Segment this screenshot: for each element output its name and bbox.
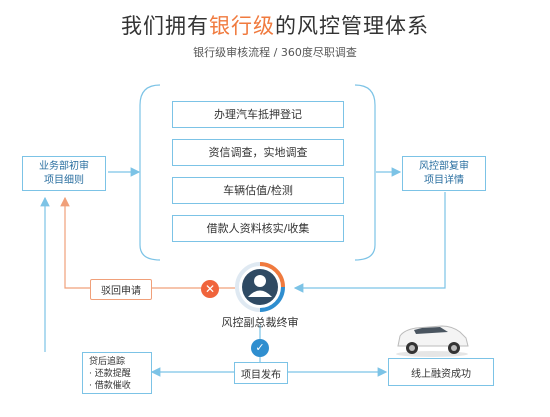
business-review-line2: 项目细则 — [44, 174, 84, 186]
title-prefix: 我们拥有 — [121, 14, 209, 38]
person-icon — [235, 262, 285, 312]
title-suffix: 的风控管理体系 — [275, 14, 429, 38]
business-review-line1: 业务部初审 — [39, 160, 89, 172]
left-bracket — [139, 84, 161, 261]
final-review-label: 风控副总裁终审 — [221, 316, 299, 329]
step-credit-investigation: 资信调查，实地调查 — [172, 139, 344, 166]
reject-x-icon: ✕ — [201, 280, 219, 298]
car-image — [392, 318, 472, 362]
title-highlight: 银行级 — [209, 14, 275, 38]
step-vehicle-mortgage: 办理汽车抵押登记 — [172, 101, 344, 128]
risk-secondary-review: 风控部复审 项目详情 — [402, 156, 486, 191]
post-loan-collection: · 借款催收 — [89, 381, 131, 391]
connector-right-to-final — [293, 192, 446, 293]
post-loan-tracking: 贷后追踪 · 还款提醒 · 借款催收 — [82, 352, 152, 394]
risk-review-line1: 风控部复审 — [419, 160, 469, 172]
post-loan-repayment: · 还款提醒 — [89, 369, 131, 379]
project-publish: 项目发布 — [234, 362, 288, 384]
step-vehicle-valuation: 车辆估值/检测 — [172, 177, 344, 204]
page-title: 我们拥有银行级的风控管理体系 — [0, 10, 550, 40]
business-initial-review: 业务部初审 项目细则 — [22, 156, 106, 191]
risk-review-line2: 项目详情 — [424, 174, 464, 186]
step-borrower-verification: 借款人资料核实/收集 — [172, 215, 344, 242]
right-bracket — [354, 84, 376, 261]
final-review-avatar — [235, 262, 285, 312]
reject-application: 驳回申请 — [90, 279, 152, 300]
connector-reject-to-business — [60, 196, 90, 289]
post-loan-title: 贷后追踪 — [89, 357, 126, 367]
online-financing-success: 线上融资成功 — [388, 358, 494, 386]
approve-check-icon: ✓ — [251, 339, 269, 357]
page-subtitle: 银行级审核流程 / 360度尽职调查 — [193, 46, 357, 59]
